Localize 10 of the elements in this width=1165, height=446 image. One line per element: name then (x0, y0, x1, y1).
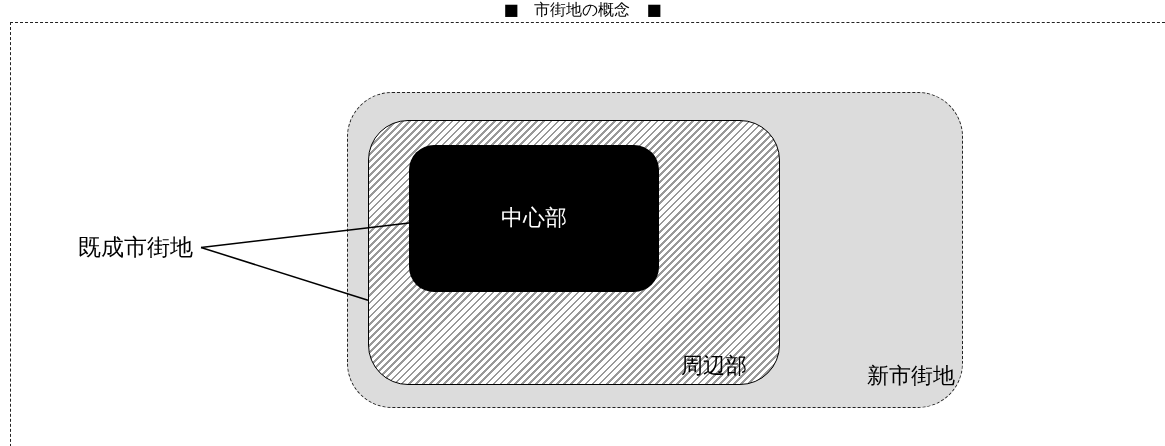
outer-area-region (347, 92, 963, 408)
region-label: 新市街地 (867, 362, 955, 390)
region-label: 中心部 (501, 204, 567, 232)
diagram-title: ■ 市街地の概念 ■ (502, 0, 663, 20)
leader-line (200, 222, 410, 249)
region-label: 周辺部 (681, 352, 747, 380)
leader-line (200, 246, 369, 301)
core-region (409, 145, 659, 292)
hatched-region (368, 120, 780, 385)
callout-text: 既成市街地 (78, 233, 193, 262)
